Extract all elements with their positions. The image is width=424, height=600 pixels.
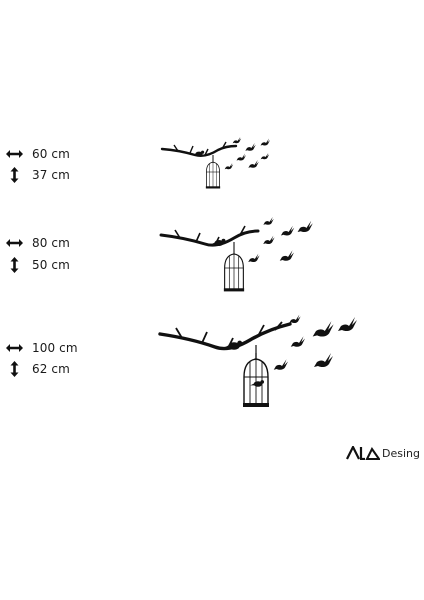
vertical-arrow-icon <box>10 167 19 183</box>
size-height-small: 37 cm <box>6 167 70 183</box>
decal-set-large <box>158 314 357 408</box>
width-label: 60 cm <box>32 147 70 161</box>
horizontal-arrow-icon <box>6 344 23 352</box>
height-label: 50 cm <box>32 258 70 272</box>
width-label: 100 cm <box>32 341 78 355</box>
brand-name: Desing <box>382 446 420 460</box>
decal-set-medium <box>159 217 313 292</box>
height-label: 37 cm <box>32 168 70 182</box>
width-label: 80 cm <box>32 236 70 250</box>
size-width-small: 60 cm <box>6 147 70 161</box>
height-label: 62 cm <box>32 362 70 376</box>
size-height-large: 62 cm <box>6 361 70 377</box>
branch <box>160 144 238 157</box>
horizontal-arrow-icon <box>6 150 23 158</box>
size-height-medium: 50 cm <box>6 257 70 273</box>
brand-logo: Desing <box>346 446 420 460</box>
decal-set-small <box>160 136 270 189</box>
branch <box>159 229 260 247</box>
size-width-medium: 80 cm <box>6 236 70 250</box>
vertical-arrow-icon <box>10 361 19 377</box>
vertical-arrow-icon <box>10 257 19 273</box>
branch <box>158 322 292 351</box>
ald-logo-icon <box>346 446 380 460</box>
size-width-large: 100 cm <box>6 341 78 355</box>
horizontal-arrow-icon <box>6 239 23 247</box>
